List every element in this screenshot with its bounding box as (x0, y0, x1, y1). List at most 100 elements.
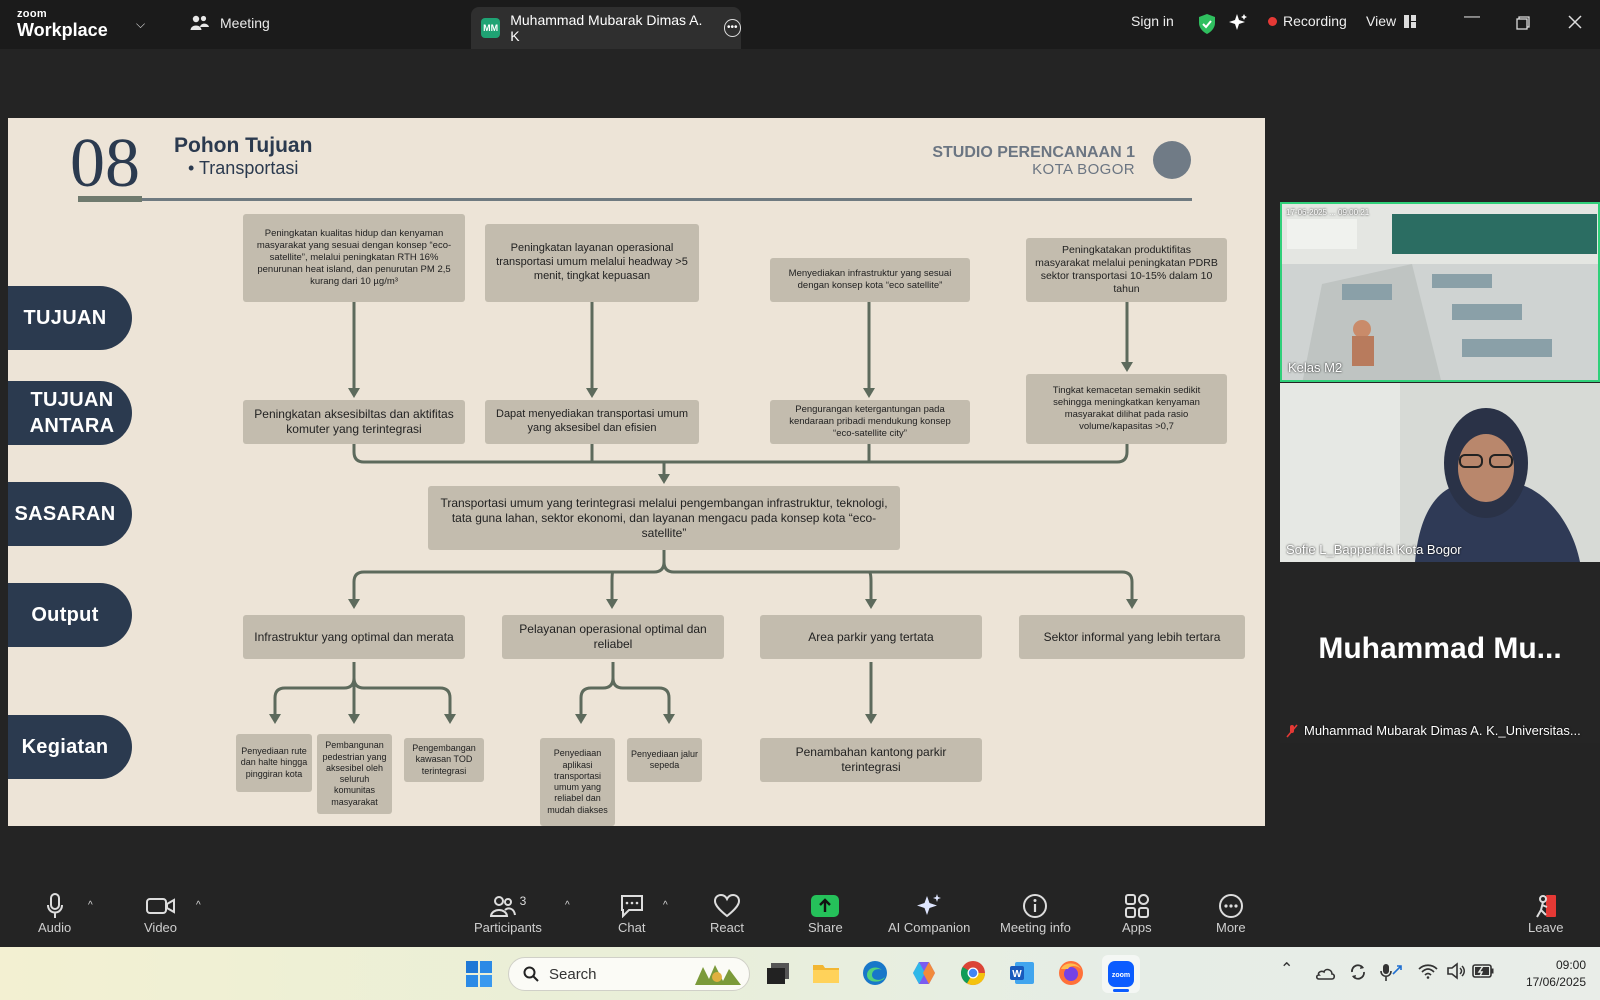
video-tile-sofie[interactable]: Sofie L_Bapperida Kota Bogor (1280, 383, 1600, 562)
tile-name-kelas: Kelas M2 (1288, 360, 1343, 375)
mic-muted-icon (1286, 723, 1298, 738)
slide-subtitle: • Transportasi (188, 158, 299, 178)
recording-indicator[interactable]: Recording (1268, 13, 1347, 29)
react-button[interactable]: React (710, 892, 744, 935)
leave-button[interactable]: Leave (1528, 892, 1563, 935)
participants-button[interactable]: 3 Participants (474, 892, 542, 935)
svg-text:zoom: zoom (1112, 972, 1130, 979)
restore-icon[interactable] (1516, 16, 1530, 30)
ai-companion-label: AI Companion (888, 920, 971, 935)
task-view-icon[interactable] (765, 961, 791, 987)
ai-sparkle-icon (917, 894, 942, 915)
zoom-app-active[interactable]: zoom (1102, 955, 1140, 993)
more-button[interactable]: More (1216, 892, 1246, 935)
participants-options-caret-icon[interactable]: ^ (565, 900, 570, 911)
active-app-indicator (1113, 989, 1129, 992)
more-options-icon[interactable]: ••• (723, 19, 741, 37)
leave-door-icon (1535, 895, 1556, 918)
wifi-icon[interactable] (1418, 963, 1438, 979)
zoom-logo[interactable]: zoom Workplace (17, 9, 108, 40)
pill-tujuan-antara: TUJUAN ANTARA (8, 381, 132, 445)
participants-label: Participants (474, 920, 542, 935)
sync-icon[interactable] (1348, 962, 1368, 982)
mic-in-use-icon[interactable] (1380, 962, 1402, 982)
participant-name-placeholder: Muhammad Mu... (1318, 632, 1562, 665)
tujuan-antara-box-1: Peningkatan aksesibiltas dan aktifitas k… (243, 400, 465, 444)
chat-button[interactable]: Chat (618, 892, 645, 935)
battery-charging-icon[interactable] (1472, 964, 1494, 978)
output-box-4: Sektor informal yang lebih tertara (1019, 615, 1245, 659)
react-label: React (710, 920, 744, 935)
edge-browser-icon[interactable] (862, 960, 888, 986)
slide-title: Pohon Tujuan (174, 134, 313, 157)
tujuan-antara-box-4: Tingkat kemacetan semakin sedikit sehing… (1026, 374, 1227, 444)
clock-date: 17/06/2025 (1525, 975, 1586, 989)
meeting-info-button[interactable]: Meeting info (1000, 892, 1071, 935)
video-button[interactable]: Video (144, 892, 177, 935)
ai-companion-button[interactable]: AI Companion (888, 892, 970, 935)
camera-timestamp: 17-06-2025 ... 09:00:21 (1286, 208, 1370, 217)
sparkle-icon[interactable] (1228, 13, 1248, 33)
clock-time: 09:00 (1555, 958, 1586, 972)
video-tile-muhammad[interactable]: Muhammad Mu... Muhammad Mubarak Dimas A.… (1280, 562, 1600, 743)
title-divider-accent (78, 196, 142, 202)
logo-big-text: Workplace (17, 20, 108, 40)
meeting-tab-label: Meeting (220, 15, 270, 31)
word-icon[interactable]: W (1009, 960, 1035, 986)
chevron-down-icon[interactable]: ⌵ (136, 17, 146, 31)
sign-in-label: Sign in (1131, 13, 1174, 29)
firefox-icon[interactable] (1058, 960, 1084, 986)
microphone-icon (46, 893, 63, 918)
taskbar-search[interactable]: Search (508, 957, 750, 991)
chat-icon (620, 895, 643, 918)
chat-options-caret-icon[interactable]: ^ (663, 900, 668, 911)
copilot-icon[interactable] (911, 960, 937, 986)
video-label: Video (144, 920, 178, 935)
tray-overflow-chevron-icon[interactable]: ⌃ (1280, 961, 1294, 978)
slide-number: 08 (70, 125, 140, 202)
classroom-video-feed (1282, 204, 1598, 380)
meeting-tab[interactable]: Meeting (190, 14, 270, 32)
search-highlight-icon (695, 965, 741, 985)
tujuan-box-1: Peningkatan kualitas hidup dan kenyaman … (243, 214, 465, 302)
shield-check-icon[interactable] (1197, 13, 1217, 35)
onedrive-cloud-icon[interactable] (1314, 965, 1336, 981)
speaker-tab-name: Muhammad Mubarak Dimas A. K (510, 12, 703, 44)
audio-options-caret-icon[interactable]: ^ (88, 900, 93, 911)
title-bar: zoom Workplace ⌵ Meeting MM Muhammad Mub… (0, 0, 1600, 49)
windows-start-icon[interactable] (466, 961, 492, 987)
info-icon (1023, 894, 1048, 918)
tujuan-antara-box-3: Pengurangan ketergantungan pada kendaraa… (770, 400, 970, 444)
studio-dot (1153, 141, 1191, 179)
view-label: View (1366, 13, 1397, 29)
search-icon (523, 966, 539, 982)
video-options-caret-icon[interactable]: ^ (196, 900, 201, 911)
speaker-avatar: MM (481, 18, 501, 38)
meeting-toolbar: Audio ^ Video ^ 3 Participants ^ Chat ^ … (0, 880, 1600, 947)
apps-button[interactable]: Apps (1122, 892, 1152, 935)
video-tile-kelas-m2[interactable]: 17-06-2025 ... 09:00:21 Kelas M2 (1280, 202, 1600, 382)
grid-view-icon (1404, 14, 1417, 28)
tujuan-antara-box-2: Dapat menyediakan transportasi umum yang… (485, 400, 699, 444)
audio-button[interactable]: Audio (38, 892, 71, 935)
video-camera-icon (145, 898, 175, 914)
share-button[interactable]: Share (808, 892, 843, 935)
close-icon[interactable] (1568, 15, 1582, 29)
shared-screen-slide: 08 Pohon Tujuan • Transportasi STUDIO PE… (8, 118, 1265, 826)
pill-tujuan: TUJUAN (8, 286, 132, 350)
sign-in-button[interactable]: Sign in (1131, 13, 1174, 29)
participant-video-feed (1280, 383, 1600, 562)
minimize-icon[interactable]: — (1464, 8, 1480, 25)
output-box-3: Area parkir yang tertata (760, 615, 982, 659)
file-explorer-icon[interactable] (812, 961, 840, 985)
chrome-icon[interactable] (960, 960, 986, 986)
kegiatan-box-6: Penambahan kantong parkir terintegrasi (760, 738, 982, 782)
volume-icon[interactable] (1446, 962, 1466, 980)
active-speaker-tab[interactable]: MM Muhammad Mubarak Dimas A. K ••• (471, 7, 741, 49)
pill-sasaran: SASARAN (8, 482, 132, 546)
view-button[interactable]: View (1366, 13, 1417, 29)
share-label: Share (808, 920, 843, 935)
leave-label: Leave (1528, 920, 1564, 935)
taskbar-clock[interactable]: 09:00 17/06/2025 (1508, 957, 1586, 991)
kegiatan-box-5: Penyediaan jalur sepeda (627, 738, 702, 782)
